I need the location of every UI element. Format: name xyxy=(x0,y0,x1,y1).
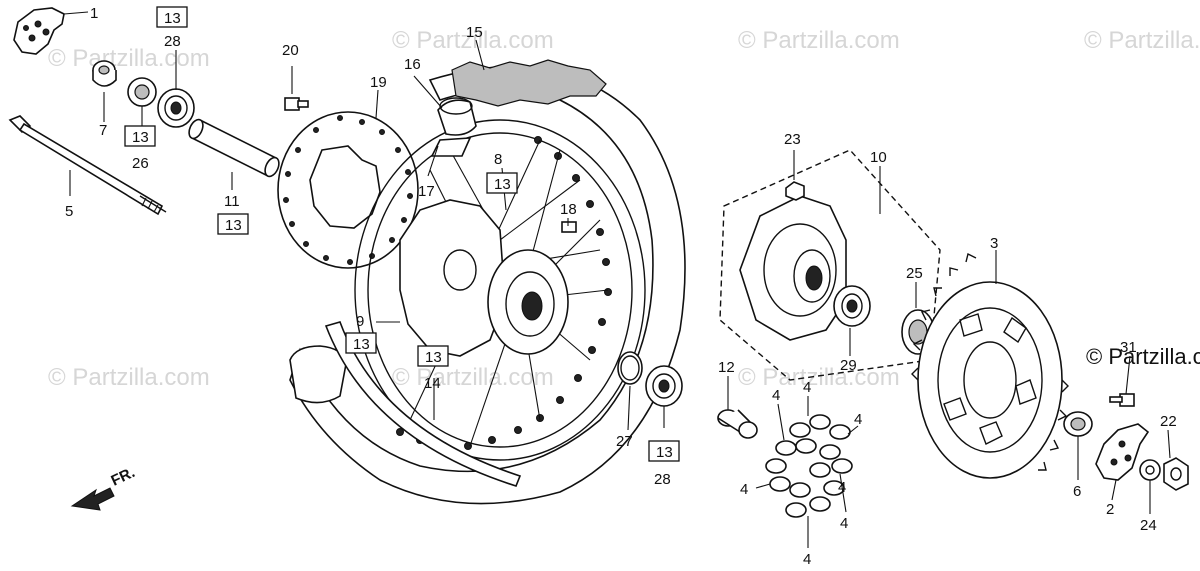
callout-labels: 1 13 28 20 15 16 19 7 13 26 5 11 13 8 13… xyxy=(65,5,1177,568)
part-dust-seal-26[interactable] xyxy=(127,77,157,107)
callout-20[interactable]: 20 xyxy=(282,42,299,59)
part-bearing-28b[interactable] xyxy=(645,365,683,407)
part-bolt-20[interactable] xyxy=(284,97,309,111)
callout-31[interactable]: 31 xyxy=(1120,339,1137,356)
watermark: © Partzilla.com xyxy=(738,27,900,54)
part-collar-6[interactable] xyxy=(1063,411,1093,437)
part-collar-7[interactable] xyxy=(92,60,117,87)
callout-4[interactable]: 4 xyxy=(803,379,811,396)
part-damper-rubbers-4[interactable] xyxy=(765,414,853,518)
callout-4[interactable]: 4 xyxy=(772,387,780,404)
callout-2[interactable]: 2 xyxy=(1106,501,1114,518)
callout-box xyxy=(417,345,449,367)
leader-lines xyxy=(63,11,1171,548)
part-rim-14[interactable] xyxy=(354,119,646,461)
callout-11[interactable]: 11 xyxy=(224,193,240,210)
callout-1[interactable]: 1 xyxy=(90,5,98,22)
callout-10[interactable]: 10 xyxy=(870,149,887,166)
callout-4[interactable]: 4 xyxy=(838,479,846,496)
callout-13[interactable]: 13 xyxy=(164,10,181,27)
watermark: © Partzilla.com xyxy=(738,364,900,391)
callout-17[interactable]: 17 xyxy=(418,183,435,200)
watermark: © Partzilla.com xyxy=(48,45,210,72)
callout-14[interactable]: 14 xyxy=(424,375,441,392)
callout-4[interactable]: 4 xyxy=(854,411,862,428)
watermark: © Partzilla.com xyxy=(392,27,554,54)
part-brake-disc-19[interactable] xyxy=(277,111,419,269)
callout-box xyxy=(217,213,249,235)
callout-13[interactable]: 13 xyxy=(132,129,149,146)
watermarks: © Partzilla.com © Partzilla.com © Partzi… xyxy=(48,27,1200,391)
front-direction-arrow-icon: FR. xyxy=(70,464,138,511)
callout-23[interactable]: 23 xyxy=(784,131,801,148)
part-valve-18[interactable] xyxy=(561,221,577,233)
callout-24[interactable]: 24 xyxy=(1140,517,1157,534)
part-bearing-29[interactable] xyxy=(833,285,871,327)
callout-28[interactable]: 28 xyxy=(164,33,181,50)
callout-13[interactable]: 13 xyxy=(425,349,442,366)
part-collar-12[interactable] xyxy=(717,409,758,439)
callout-7[interactable]: 7 xyxy=(99,122,107,139)
callout-box xyxy=(486,172,518,194)
part-bolt-31[interactable] xyxy=(1109,393,1135,407)
callout-4[interactable]: 4 xyxy=(803,551,811,568)
watermark: © Partzilla.com xyxy=(392,364,554,391)
callout-6[interactable]: 6 xyxy=(1073,483,1081,500)
callout-box xyxy=(156,6,188,28)
watermark: © Partzilla.com xyxy=(48,364,210,391)
callout-22[interactable]: 22 xyxy=(1160,413,1177,430)
part-rim-band-17[interactable] xyxy=(430,137,472,157)
part-nut-23[interactable] xyxy=(785,181,805,201)
callout-5[interactable]: 5 xyxy=(65,203,73,220)
callout-9[interactable]: 9 xyxy=(356,313,364,330)
callout-13[interactable]: 13 xyxy=(656,444,673,461)
callout-13[interactable]: 13 xyxy=(494,176,511,193)
callout-15[interactable]: 15 xyxy=(466,24,483,41)
callout-18[interactable]: 18 xyxy=(560,201,577,218)
callout-26[interactable]: 26 xyxy=(132,155,149,172)
part-washer-24[interactable] xyxy=(1139,459,1161,481)
direction-label: FR. xyxy=(109,464,138,490)
callout-4[interactable]: 4 xyxy=(740,481,748,498)
part-tire-15[interactable] xyxy=(289,59,686,505)
callout-box xyxy=(648,440,680,462)
part-axle-5[interactable] xyxy=(8,115,167,216)
callout-box xyxy=(124,125,156,147)
callout-16[interactable]: 16 xyxy=(404,56,421,73)
part-cam-plate-2[interactable] xyxy=(1095,423,1150,481)
callout-27[interactable]: 27 xyxy=(616,433,633,450)
part-bearing-28a[interactable] xyxy=(157,88,195,128)
callout-8[interactable]: 8 xyxy=(494,151,502,168)
watermark: © Partzilla.com xyxy=(1084,27,1200,54)
callout-28[interactable]: 28 xyxy=(654,471,671,488)
part-collar-16[interactable] xyxy=(437,97,477,136)
part-sprocket-3[interactable] xyxy=(911,252,1069,479)
callout-13[interactable]: 13 xyxy=(225,217,242,234)
callout-19[interactable]: 19 xyxy=(370,74,387,91)
callout-3[interactable]: 3 xyxy=(990,235,998,252)
callout-12[interactable]: 12 xyxy=(718,359,735,376)
part-spacer-11[interactable] xyxy=(186,117,281,178)
part-nut-22[interactable] xyxy=(1163,457,1189,491)
callout-13[interactable]: 13 xyxy=(353,336,370,353)
callout-29[interactable]: 29 xyxy=(840,357,857,374)
part-hub-9[interactable] xyxy=(399,199,569,357)
part-circlip-27[interactable] xyxy=(617,351,643,385)
callout-box xyxy=(345,332,377,354)
watermark-dark: © Partzilla.com xyxy=(1086,344,1200,369)
part-cam-plate-1[interactable] xyxy=(13,7,65,55)
callout-4[interactable]: 4 xyxy=(840,515,848,532)
callout-25[interactable]: 25 xyxy=(906,265,923,282)
